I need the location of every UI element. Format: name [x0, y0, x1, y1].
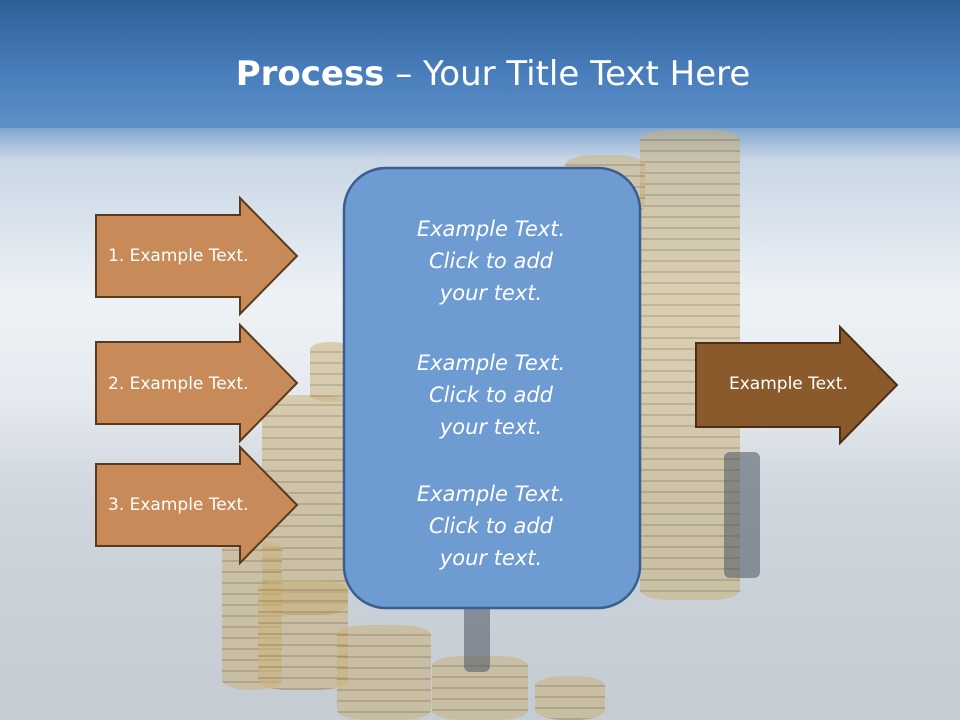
left-arrow-1-shape[interactable]	[95, 195, 299, 317]
block-3-line-2: Click to add	[428, 514, 553, 538]
center-text-block-2: Example Text. Click to add your text.	[345, 347, 637, 443]
left-arrow-2-label: 2. Example Text.	[108, 374, 249, 394]
right-arrow-label: Example Text.	[729, 374, 848, 394]
block-1-line-1: Example Text.	[416, 217, 566, 241]
left-arrow-3-shape[interactable]	[95, 444, 299, 566]
title-rest: – Your Title Text Here	[384, 54, 751, 94]
block-3-line-1: Example Text.	[416, 482, 566, 506]
coin-stack-bottom	[337, 625, 431, 720]
standing-figure	[464, 604, 490, 672]
title-bold: Process	[235, 54, 385, 94]
block-2-line-1: Example Text.	[416, 351, 566, 375]
block-1-line-3: your text.	[439, 281, 543, 305]
coin-stack-bottom-right	[535, 676, 605, 720]
center-box[interactable]	[342, 166, 642, 610]
block-2-line-2: Click to add	[428, 383, 553, 407]
left-arrow-1-label: 1. Example Text.	[108, 246, 249, 266]
climbing-figure	[724, 452, 760, 578]
block-2-line-3: your text.	[439, 415, 543, 439]
coin-stack-front	[258, 580, 348, 690]
left-arrow-3-label: 3. Example Text.	[108, 495, 249, 515]
center-text-block-3: Example Text. Click to add your text.	[345, 478, 637, 574]
header-band	[0, 0, 960, 128]
left-arrow-2-shape[interactable]	[95, 322, 299, 444]
center-text-block-1: Example Text. Click to add your text.	[345, 213, 637, 309]
slide-title[interactable]: Process – Your Title Text Here	[0, 52, 960, 96]
block-3-line-3: your text.	[439, 546, 543, 570]
block-1-line-2: Click to add	[428, 249, 553, 273]
right-arrow-shape[interactable]	[695, 324, 899, 446]
